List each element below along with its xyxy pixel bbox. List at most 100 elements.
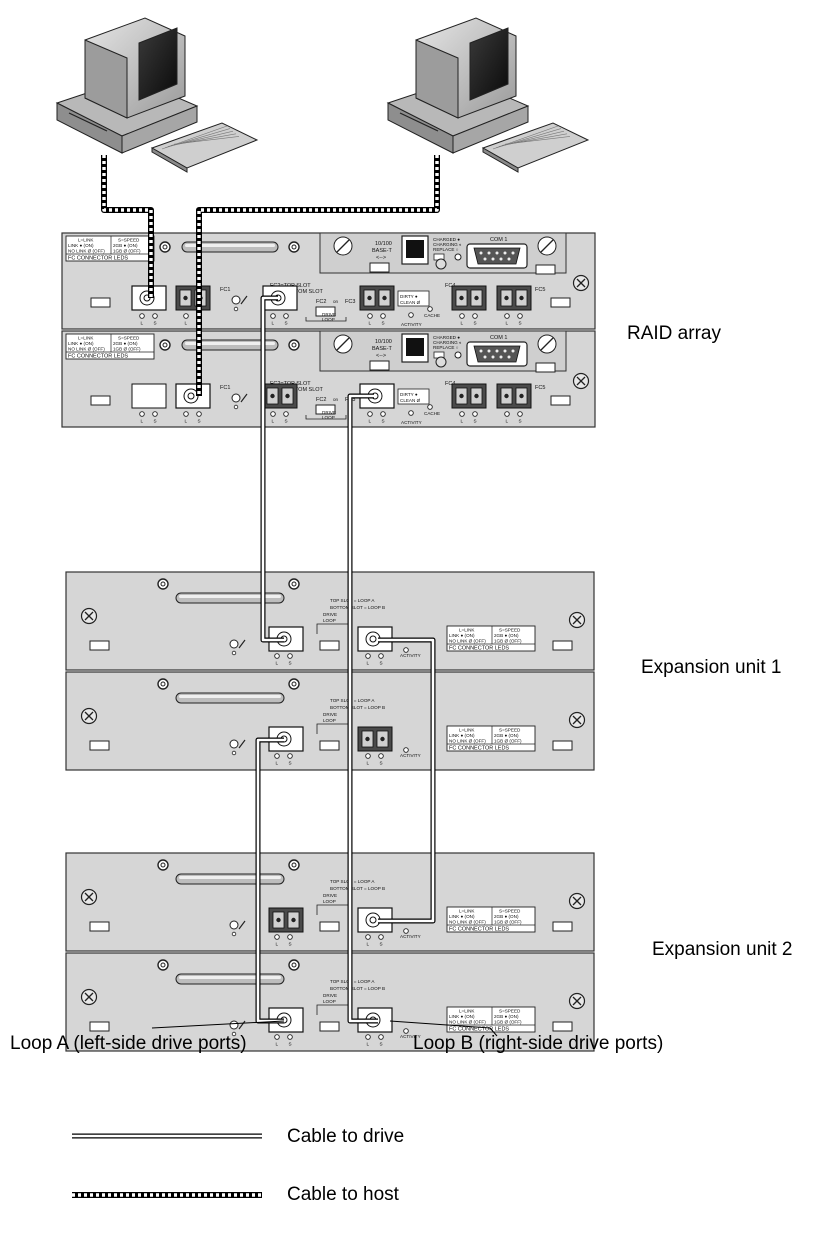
fc4-label: FC4 [445, 283, 455, 289]
bottom-slot-note: BOTTOM SLOT = LOOP B [330, 986, 385, 991]
loop-b-callout-line [389, 1020, 491, 1029]
port-hole [183, 295, 188, 301]
handle-shine [179, 695, 281, 698]
label-slot [315, 306, 336, 317]
fc5-label: FC5 [535, 287, 545, 293]
led-s-label: S [198, 419, 201, 424]
loop-b-cable-1 [348, 394, 378, 1023]
led-l [274, 1034, 280, 1040]
cache-legend [397, 290, 430, 307]
loop-b-cable-2 [378, 638, 435, 923]
connector-core [369, 635, 377, 643]
led-l-label: L [185, 419, 188, 424]
activity-label: ACTIVITY [401, 420, 422, 425]
ethernet-arrows: <--> [376, 353, 386, 359]
ethernet-speed: 10/100 [375, 339, 392, 345]
reset-button [435, 356, 447, 368]
led-s [287, 653, 293, 659]
raid-array-label: RAID array [627, 323, 721, 344]
top-slot-note: TOP SLOT = LOOP A [330, 879, 375, 884]
legend-s: S=SPEED [118, 238, 140, 243]
led-l-label: L [141, 419, 144, 424]
legend-l: L=LINK [459, 1009, 475, 1014]
led-s [378, 653, 384, 659]
pin [491, 355, 495, 359]
fc2-label: FC2 [316, 397, 326, 403]
label-slot [319, 921, 340, 932]
service-icon-stroke [238, 639, 246, 649]
label-slot [552, 921, 573, 932]
led-l-label: L [141, 321, 144, 326]
fc1-label: FC1 [220, 385, 230, 391]
led-l [365, 753, 371, 759]
ethernet-speed: 10/100 [375, 241, 392, 247]
module-screw-slot [540, 239, 554, 253]
screw-slot [572, 896, 582, 906]
expansion-unit-2-label: Expansion unit 2 [652, 939, 793, 960]
led-l [139, 411, 145, 417]
led-s [378, 753, 384, 759]
led-legend-box [65, 333, 155, 360]
drive-loop-label: LOOP [322, 317, 335, 322]
led-s [283, 313, 289, 319]
drive-loop-label: DRIVE [323, 993, 337, 998]
activity-led [408, 410, 414, 416]
led-s-label: S [154, 321, 157, 326]
pin [499, 355, 503, 359]
service-icon [229, 639, 239, 649]
drive-loop-label: LOOP [323, 999, 336, 1004]
legend-footer: FC CONNECTOR LEDS [68, 354, 128, 360]
activity-led [403, 647, 409, 653]
led-s-label: S [380, 761, 383, 766]
legend-link-on: LINK ● (ON) [449, 1014, 475, 1019]
bolt-core [160, 581, 166, 587]
ethernet-arrows: <--> [376, 255, 386, 261]
led-l [504, 411, 510, 417]
legend-link-on: LINK ● (ON) [68, 341, 94, 346]
fc4-label: FC4 [445, 381, 455, 387]
led-s-label: S [382, 321, 385, 326]
bolt-core [291, 581, 297, 587]
led-s-label: S [289, 942, 292, 947]
led-l [504, 313, 510, 319]
legend-footer: FC CONNECTOR LEDS [449, 1027, 509, 1033]
service-led [231, 750, 237, 756]
service-icon-stroke [238, 920, 246, 930]
led-s-label: S [474, 321, 477, 326]
cache-label: CACHE [424, 313, 440, 318]
pin [483, 355, 487, 359]
label-slot [369, 262, 390, 273]
pin [479, 251, 483, 255]
led-s-label: S [154, 419, 157, 424]
led-l [367, 313, 373, 319]
led-l-label: L [369, 419, 372, 424]
fc5-label: FC5 [535, 385, 545, 391]
legend-s: S=SPEED [499, 909, 521, 914]
legend-speed-off: 1GB Ø (OFF) [494, 739, 522, 744]
top-slot-note: TOP SLOT = LOOP A [330, 698, 375, 703]
legend-link-off: NO LINK Ø (OFF) [449, 739, 486, 744]
activity-label: ACTIVITY [400, 934, 421, 939]
legend-link-on: LINK ● (ON) [449, 914, 475, 919]
labels: RAID array Expansion unit 1 Expansion un… [10, 323, 793, 1205]
activity-label: ACTIVITY [401, 322, 422, 327]
label-slot [90, 297, 111, 308]
led-s [517, 313, 523, 319]
service-icon [231, 393, 241, 403]
pin [511, 349, 515, 353]
drive-slot [68, 112, 108, 132]
loop-a-callout: Loop A (left-side drive ports) [10, 1033, 247, 1054]
led-l-label: L [506, 321, 509, 326]
drive-loop-label: DRIVE [323, 712, 337, 717]
com-port [473, 247, 521, 265]
label-slot [535, 264, 556, 275]
led-l-label: L [369, 321, 372, 326]
label-slot [89, 740, 110, 751]
legend-footer: FC CONNECTOR LEDS [449, 746, 509, 752]
activity-label: ACTIVITY [400, 653, 421, 658]
handle-shine [185, 244, 275, 247]
led-l-label: L [367, 661, 370, 666]
module-panel [65, 571, 595, 671]
legend-l: L=LINK [459, 909, 475, 914]
